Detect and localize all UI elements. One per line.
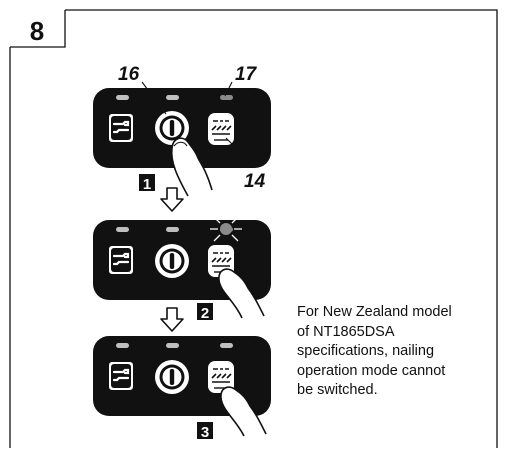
note-line: of NT1865DSA: [297, 323, 395, 340]
step-number: 8: [30, 16, 44, 46]
note-line: operation mode cannot: [297, 362, 446, 379]
down-arrow-icon: [160, 307, 184, 332]
callout-17: 17: [235, 64, 258, 85]
lamp-maintenance: [116, 95, 129, 100]
note-line: specifications, nailing: [297, 343, 435, 359]
power-icon: [155, 244, 189, 278]
note-line: For New Zealand model: [297, 304, 452, 320]
power-icon: [155, 360, 189, 394]
step-2-label: 2: [201, 305, 209, 322]
flashing-lamp-icon: [210, 212, 242, 242]
model-note: For New Zealand model of NT1865DSA speci…: [297, 303, 497, 401]
lamp-mode: [220, 95, 233, 100]
down-arrow-icon: [160, 187, 184, 212]
step-3-label: 3: [201, 424, 209, 441]
pointing-finger-icon: [218, 268, 265, 319]
wrench-icon: [106, 243, 136, 277]
nail-mode-icon: [207, 112, 235, 146]
control-panel-1: [93, 81, 271, 197]
wrench-icon: [106, 359, 136, 393]
step-2-badge: [197, 303, 213, 320]
control-panel-3: [93, 336, 271, 437]
step-1-badge: [139, 174, 155, 191]
control-panel-2: [93, 212, 271, 319]
pointing-finger-icon: [170, 137, 213, 197]
outer-frame: 8: [9, 9, 498, 448]
lamp-power: [166, 95, 179, 100]
step-1-label: 1: [143, 176, 151, 193]
wrench-icon: [106, 111, 136, 145]
note-line: be switched.: [297, 382, 378, 398]
callout-14: 14: [244, 171, 266, 192]
callout-16: 16: [118, 64, 140, 85]
pointing-finger-icon: [220, 386, 267, 437]
step-3-badge: [197, 422, 213, 439]
